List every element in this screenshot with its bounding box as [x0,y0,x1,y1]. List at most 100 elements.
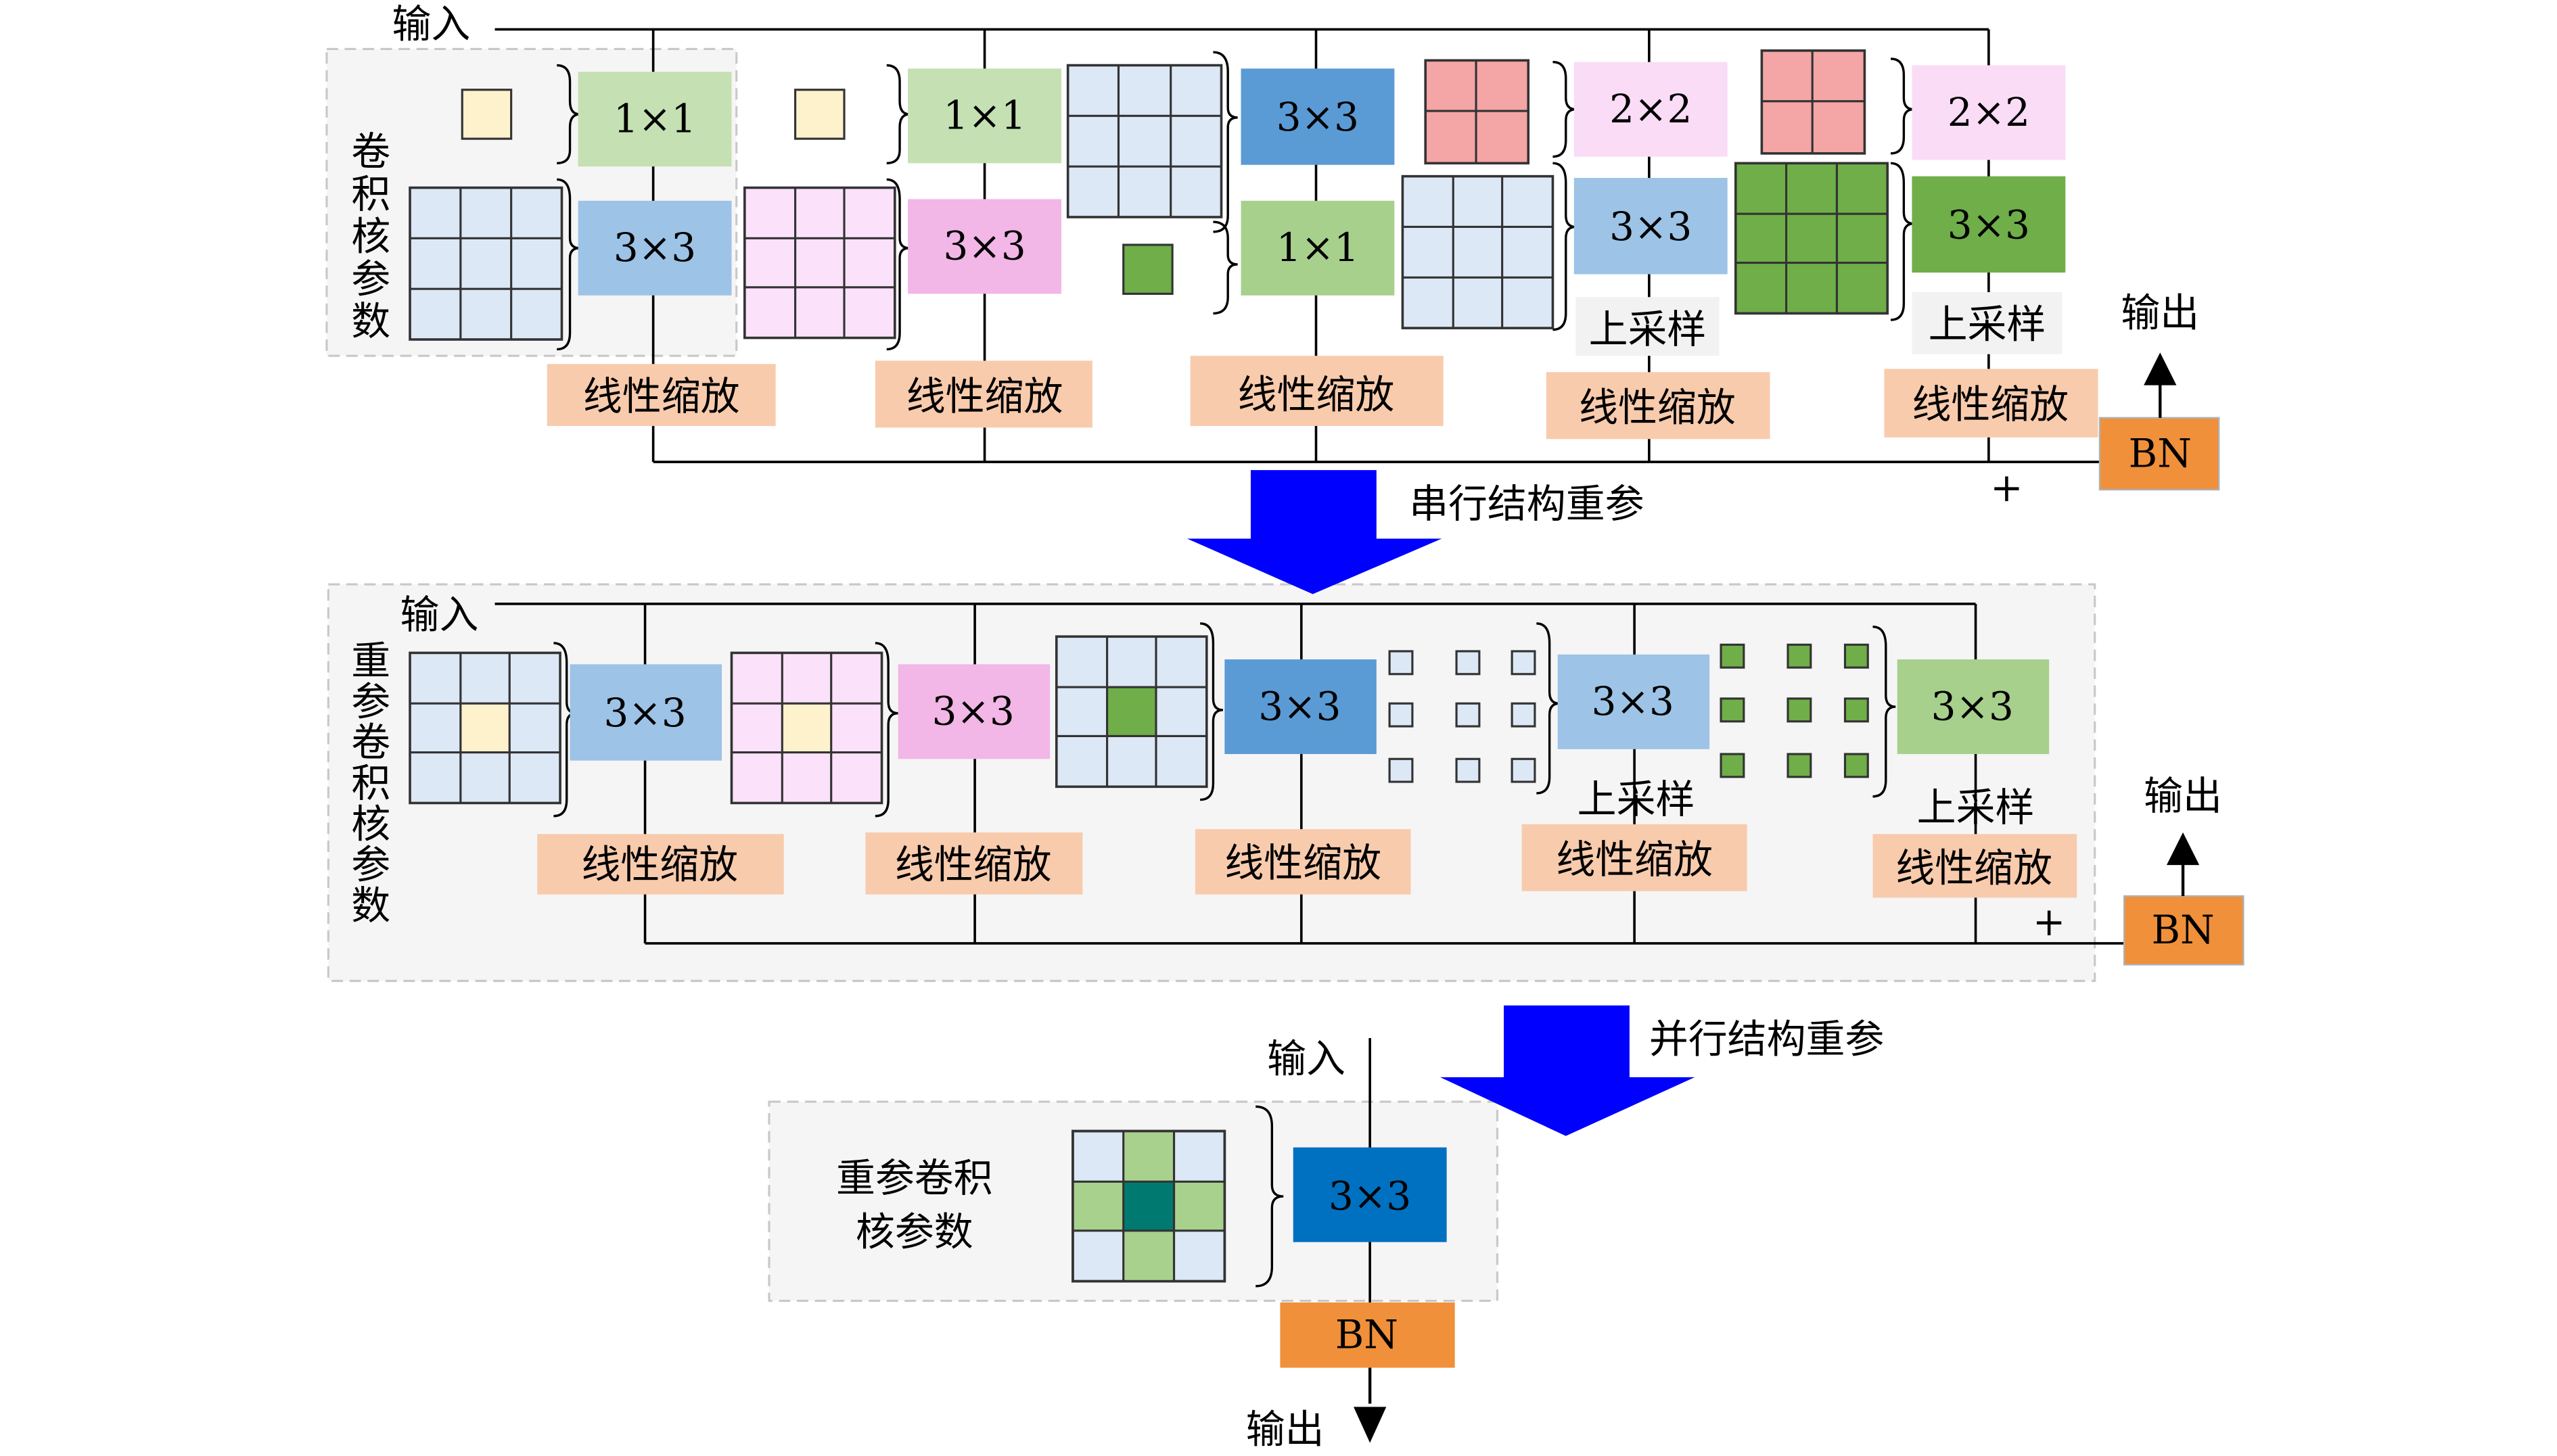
upsample-label: 上采样 [1577,776,1695,822]
linear-scaling-box [1872,834,2077,898]
upsample-label: 上采样 [1589,306,1707,352]
conv-2x2-box [1912,65,2066,160]
brace [886,64,910,165]
linear-scaling-box [1195,829,1411,895]
conv-3x3-box [1241,68,1395,165]
conv-3x3-label: 3×3 [603,690,686,736]
upsample-box [1912,292,2063,354]
bottom-section: 输入 重参卷积 核参数 3×3 BN 输出 [836,1036,1455,1453]
conv-2x2-label: 2×2 [1609,86,1692,132]
conv-3x3-label: 3×3 [1931,683,2014,729]
middle-panel [327,583,2096,983]
linear-scaling-label: 线性缩放 [583,373,740,419]
linear-scaling-label: 线性缩放 [895,841,1052,887]
upsample-box [1575,297,1720,356]
conv-3x3-box [570,664,722,761]
brace [1552,61,1576,158]
linear-scaling-label: 线性缩放 [1238,371,1395,417]
middle-output-arrow [2166,832,2200,866]
kernel-1x1-yellow [794,89,846,140]
conv-3x3-box [1897,659,2050,755]
bottom-reparam-kernel-line1: 重参卷积 [836,1155,993,1201]
dilated-kernel-green [1720,643,1869,778]
linear-scaling-box [1546,372,1770,440]
bottom-output-arrow [1354,1407,1387,1443]
conv-1x1-box [908,68,1062,164]
top-bn-box [2098,417,2220,491]
conv-1x1-label: 1×1 [1276,225,1359,271]
brace [1213,220,1238,315]
middle-bn-label: BN [2151,907,2214,953]
conv-3x3-label: 3×3 [932,688,1015,734]
conv-3x3-label: 3×3 [614,225,696,271]
conv-3x3-box [908,199,1062,294]
conv-3x3-label: 3×3 [943,223,1026,269]
bottom-reparam-kernel-line2: 核参数 [856,1208,973,1254]
conv-2x2-box [1573,62,1728,157]
middle-output-label: 输出 [2144,773,2222,819]
brace [1890,162,1914,321]
kernel-1x1-green [1122,243,1174,295]
linear-scaling-label: 线性缩放 [1895,845,2052,891]
conv-1x1-label: 1×1 [943,93,1026,139]
conv-2x2-label: 2×2 [1948,89,2030,135]
conv-3x3-label: 3×3 [1592,678,1674,724]
top-section: 输入 卷积核参数 1×1 3×3 线性缩放 1×1 [344,1,2220,511]
bottom-input-label: 输入 [1267,1036,1345,1082]
brace [1872,626,1896,798]
middle-input-label: 输入 [400,592,479,638]
linear-scaling-box [875,360,1092,428]
kernel-3x3-pink [743,186,896,339]
linear-scaling-label: 线性缩放 [1556,837,1713,883]
kernel-3x3-blue [1401,174,1554,329]
linear-scaling-label: 线性缩放 [1224,840,1381,886]
merged-kernel-pink-yellow [730,651,883,805]
conv-3x3-box [1912,176,2066,273]
top-kernel-params-label: 卷积核参数 [344,131,390,343]
merged-kernel-blue-yellow [409,651,561,805]
linear-scaling-box [1884,369,2098,438]
serial-reparam-arrow [1187,470,1442,594]
conv-3x3-label: 3×3 [1948,202,2030,248]
conv-1x1-label: 1×1 [614,95,696,141]
kernel-2x2-red [1760,49,1866,155]
conv-3x3-box [1224,659,1377,755]
linear-scaling-box [1190,356,1444,426]
conv-3x3-label: 3×3 [1258,683,1341,729]
bottom-bn-label: BN [1335,1312,1398,1358]
linear-scaling-label: 线性缩放 [1579,385,1736,431]
brace [1200,622,1224,801]
final-merged-kernel [1072,1129,1226,1283]
linear-scaling-box [1521,824,1747,891]
brace [1890,57,1914,155]
brace [1552,162,1576,331]
middle-reparam-kernel-label: 重参卷积核参数 [344,640,390,925]
kernel-2x2-red [1424,59,1530,165]
conv-3x3-box [898,664,1051,759]
top-output-arrow [2144,352,2177,385]
conv-3x3-box [1557,654,1710,749]
conv-3x3-box [578,200,732,296]
kernel-1x1-yellow [461,89,513,140]
middle-plus-sign: + [2033,899,2066,945]
linear-scaling-label: 线性缩放 [906,373,1063,419]
final-conv-3x3-label: 3×3 [1329,1173,1411,1219]
dilated-kernel-blue [1388,650,1536,783]
bottom-bn-box [1280,1302,1455,1368]
conv-1x1-box [1241,200,1395,296]
linear-scaling-label: 线性缩放 [581,841,738,887]
final-conv-3x3-box [1293,1147,1447,1242]
upsample-label: 上采样 [1929,302,2046,348]
middle-bn-box [2123,895,2244,966]
serial-reparam-label: 串行结构重参 [1409,481,1644,527]
linear-scaling-label: 线性缩放 [1912,381,2069,427]
kernel-3x3-blue [1066,64,1223,218]
conv-3x3-box [1573,178,1728,275]
parallel-reparam-label: 并行结构重参 [1649,1016,1884,1062]
bottom-output-label: 输出 [1246,1407,1324,1453]
linear-scaling-box [865,832,1083,895]
conv-3x3-label: 3×3 [1276,94,1359,140]
middle-section: 输入 重参卷积核参数 3×3 线性缩放 3×3 线性缩放 [344,592,2244,966]
